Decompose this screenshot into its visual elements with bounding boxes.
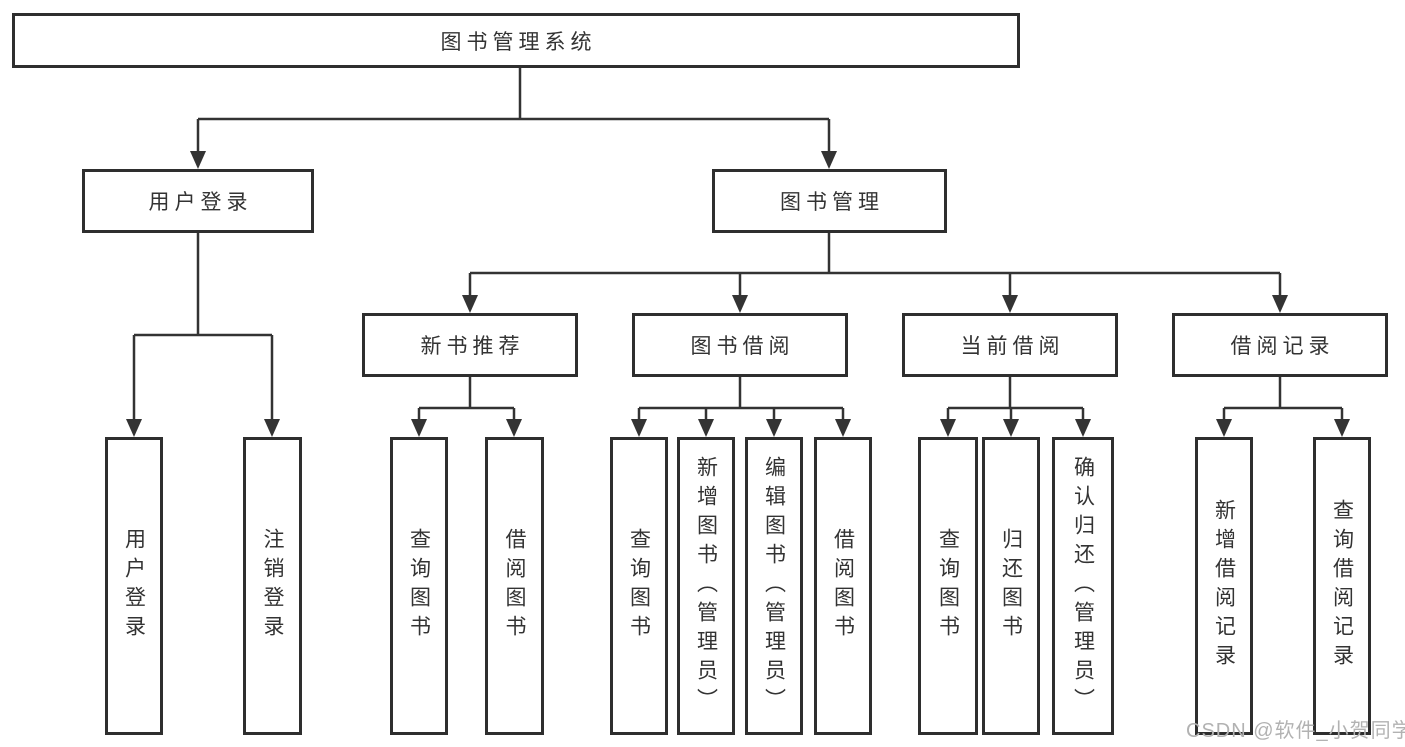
node-leaf-query-borrow-record-label: 查询借阅记录 xyxy=(1330,499,1354,673)
node-book-borrowing-label: 图书借阅 xyxy=(690,335,795,358)
node-leaf-query-books-current-label: 查询图书 xyxy=(936,528,960,644)
arrow-down-icon xyxy=(462,295,478,313)
node-root-label: 图书管理系统 xyxy=(440,30,597,54)
node-leaf-borrow-books-recommend: 借阅图书 xyxy=(485,437,544,735)
node-root: 图书管理系统 xyxy=(12,13,1020,68)
arrow-down-icon xyxy=(126,419,142,437)
node-leaf-return-book: 归还图书 xyxy=(982,437,1040,735)
node-leaf-query-books-borrowing-label: 查询图书 xyxy=(627,528,651,644)
node-leaf-return-book-label: 归还图书 xyxy=(999,528,1023,644)
node-leaf-add-borrow-record-label: 新增借阅记录 xyxy=(1212,499,1236,673)
node-book-borrowing: 图书借阅 xyxy=(632,313,848,377)
node-current-borrowing: 当前借阅 xyxy=(902,313,1118,377)
arrow-down-icon xyxy=(732,295,748,313)
arrow-down-icon xyxy=(821,151,837,169)
arrow-down-icon xyxy=(835,419,851,437)
node-new-book-recommend-label: 新书推荐 xyxy=(420,335,525,358)
connector-new-book-recommend-to-leaves xyxy=(411,377,522,437)
arrow-down-icon xyxy=(1272,295,1288,313)
node-leaf-borrow-books-borrowing-label: 借阅图书 xyxy=(831,528,855,644)
node-leaf-add-book-admin: 新增图书（管理员） xyxy=(677,437,735,735)
arrow-down-icon xyxy=(698,419,714,437)
node-current-borrowing-label: 当前借阅 xyxy=(960,335,1065,358)
connector-root-to-level2 xyxy=(190,68,837,169)
arrow-down-icon xyxy=(1334,419,1350,437)
node-leaf-user-login-label: 用户登录 xyxy=(122,528,146,644)
arrow-down-icon xyxy=(1003,419,1019,437)
node-book-management-label: 图书管理 xyxy=(780,191,884,214)
node-user-login-label: 用户登录 xyxy=(148,191,253,214)
arrow-down-icon xyxy=(506,419,522,437)
node-leaf-confirm-return-admin: 确认归还（管理员） xyxy=(1052,437,1114,735)
connector-borrowing-records-to-leaves xyxy=(1216,377,1350,437)
arrow-down-icon xyxy=(264,419,280,437)
node-leaf-logout-label: 注销登录 xyxy=(261,528,285,644)
arrow-down-icon xyxy=(940,419,956,437)
node-leaf-edit-book-admin: 编辑图书（管理员） xyxy=(745,437,803,735)
csdn-watermark: CSDN @软件_小贺同学 xyxy=(1186,720,1405,742)
node-leaf-query-books-current: 查询图书 xyxy=(918,437,978,735)
node-borrowing-records: 借阅记录 xyxy=(1172,313,1388,377)
node-leaf-borrow-books-borrowing: 借阅图书 xyxy=(814,437,872,735)
connector-current-borrowing-to-leaves xyxy=(940,377,1091,437)
node-leaf-query-books-recommend: 查询图书 xyxy=(390,437,448,735)
connector-book-management-to-level3 xyxy=(462,233,1288,313)
node-leaf-borrow-books-recommend-label: 借阅图书 xyxy=(503,528,527,644)
connector-book-borrowing-to-leaves xyxy=(631,377,851,437)
arrow-down-icon xyxy=(1002,295,1018,313)
node-leaf-add-borrow-record: 新增借阅记录 xyxy=(1195,437,1253,735)
arrow-down-icon xyxy=(766,419,782,437)
arrow-down-icon xyxy=(1216,419,1232,437)
node-leaf-query-books-recommend-label: 查询图书 xyxy=(407,528,431,644)
arrow-down-icon xyxy=(411,419,427,437)
node-book-management: 图书管理 xyxy=(712,169,947,233)
connector-user-login-to-leaves xyxy=(126,233,280,437)
node-leaf-confirm-return-admin-label: 确认归还（管理员） xyxy=(1071,455,1095,717)
arrow-down-icon xyxy=(631,419,647,437)
node-new-book-recommend: 新书推荐 xyxy=(362,313,578,377)
node-leaf-edit-book-admin-label: 编辑图书（管理员） xyxy=(762,455,786,717)
node-leaf-logout: 注销登录 xyxy=(243,437,302,735)
node-leaf-query-books-borrowing: 查询图书 xyxy=(610,437,668,735)
node-leaf-user-login: 用户登录 xyxy=(105,437,163,735)
arrow-down-icon xyxy=(1075,419,1091,437)
node-user-login: 用户登录 xyxy=(82,169,314,233)
node-leaf-add-book-admin-label: 新增图书（管理员） xyxy=(694,455,718,717)
arrow-down-icon xyxy=(190,151,206,169)
node-leaf-query-borrow-record: 查询借阅记录 xyxy=(1313,437,1371,735)
node-borrowing-records-label: 借阅记录 xyxy=(1230,335,1335,358)
